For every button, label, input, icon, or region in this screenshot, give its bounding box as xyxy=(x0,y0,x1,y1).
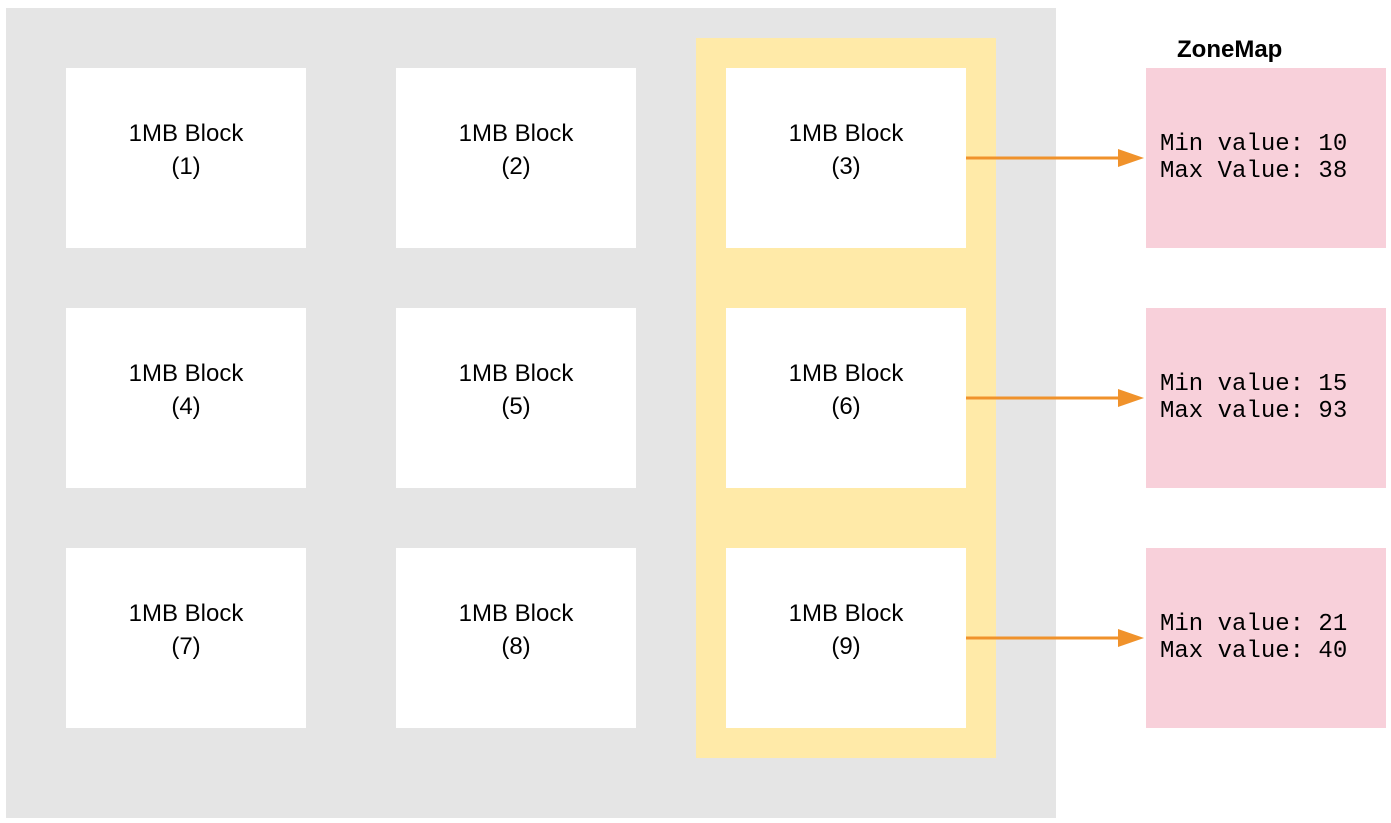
block-index: (4) xyxy=(171,393,201,420)
block-index: (5) xyxy=(501,393,531,420)
block-8: 1MB Block (8) xyxy=(396,548,636,728)
zonemap-max-value: Max value: 93 xyxy=(1160,398,1348,425)
block-label: 1MB Block xyxy=(458,360,574,387)
block-index: (8) xyxy=(501,633,531,660)
block-2: 1MB Block (2) xyxy=(396,68,636,248)
block-index: (7) xyxy=(171,633,201,660)
zonemap-min-value: Min value: 21 xyxy=(1160,611,1348,638)
zonemap-title: ZoneMap xyxy=(1177,36,1283,63)
block-index: (6) xyxy=(831,393,861,420)
block-5: 1MB Block (5) xyxy=(396,308,636,488)
block-label: 1MB Block xyxy=(128,120,244,147)
block-9: 1MB Block (9) xyxy=(726,548,966,728)
block-index: (1) xyxy=(171,153,201,180)
zonemap-entry-2: Min value: 15 Max value: 93 xyxy=(1146,308,1386,488)
block-1: 1MB Block (1) xyxy=(66,68,306,248)
zonemap-entry-3: Min value: 21 Max value: 40 xyxy=(1146,548,1386,728)
block-index: (3) xyxy=(831,153,861,180)
block-7: 1MB Block (7) xyxy=(66,548,306,728)
block-label: 1MB Block xyxy=(458,600,574,627)
zonemap-max-value: Max value: 40 xyxy=(1160,638,1348,665)
block-label: 1MB Block xyxy=(788,360,904,387)
block-index: (2) xyxy=(501,153,531,180)
block-6: 1MB Block (6) xyxy=(726,308,966,488)
block-3: 1MB Block (3) xyxy=(726,68,966,248)
block-index: (9) xyxy=(831,633,861,660)
zonemap-max-value: Max Value: 38 xyxy=(1160,158,1348,185)
block-label: 1MB Block xyxy=(458,120,574,147)
block-label: 1MB Block xyxy=(788,600,904,627)
zonemap-min-value: Min value: 15 xyxy=(1160,371,1348,398)
block-label: 1MB Block xyxy=(788,120,904,147)
block-label: 1MB Block xyxy=(128,360,244,387)
zonemap-min-value: Min value: 10 xyxy=(1160,131,1348,158)
block-4: 1MB Block (4) xyxy=(66,308,306,488)
arrow-block-9-to-zonemap xyxy=(966,629,1144,647)
block-label: 1MB Block xyxy=(128,600,244,627)
zonemap-entry-1: Min value: 10 Max Value: 38 xyxy=(1146,68,1386,248)
arrow-block-6-to-zonemap xyxy=(966,389,1144,407)
arrow-block-3-to-zonemap xyxy=(966,149,1144,167)
